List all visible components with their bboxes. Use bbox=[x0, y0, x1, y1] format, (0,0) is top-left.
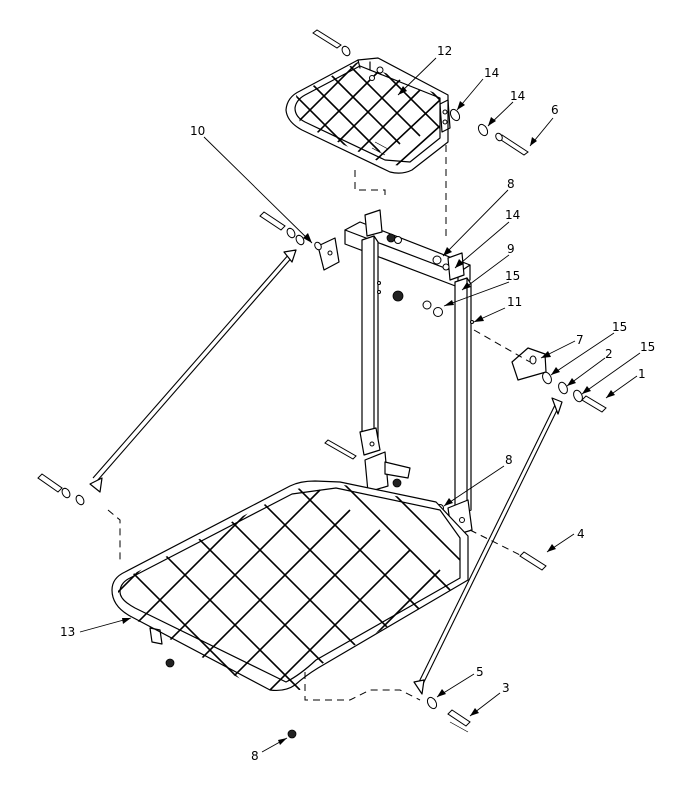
upright-frame bbox=[344, 209, 474, 537]
assembly-line bbox=[304, 672, 421, 701]
callout-14b: 14 bbox=[510, 89, 525, 103]
top-platform-hole bbox=[442, 119, 448, 125]
left-bracket-10 bbox=[317, 237, 340, 271]
bottom-platform bbox=[111, 480, 469, 692]
callout-labels: 12 14 14 6 10 8 14 9 15 11 7 15 2 15 1 8… bbox=[60, 44, 655, 763]
callout-2: 2 bbox=[605, 347, 613, 361]
bolt-1 bbox=[581, 395, 607, 413]
callout-10: 10 bbox=[190, 124, 205, 138]
callout-12: 12 bbox=[437, 44, 452, 58]
callout-13: 13 bbox=[60, 625, 75, 639]
callout-15a: 15 bbox=[505, 269, 520, 283]
callout-5: 5 bbox=[476, 665, 484, 679]
top-bolt-left bbox=[312, 29, 351, 57]
top-platform-mesh bbox=[296, 62, 440, 168]
left-upper-bolt bbox=[259, 211, 322, 251]
bottom-platform-nut bbox=[165, 658, 175, 668]
callout-15b: 15 bbox=[612, 320, 627, 334]
callout-8b: 8 bbox=[505, 453, 513, 467]
cable-right bbox=[413, 397, 563, 695]
callout-15c: 15 bbox=[640, 340, 655, 354]
assembly-line bbox=[473, 329, 531, 363]
side-bracket-7 bbox=[511, 347, 547, 381]
top-platform-hole bbox=[369, 75, 375, 81]
callout-9: 9 bbox=[507, 242, 515, 256]
callout-4: 4 bbox=[577, 527, 585, 541]
bolt-6 bbox=[495, 132, 529, 156]
callout-14a: 14 bbox=[484, 66, 499, 80]
callout-11: 11 bbox=[507, 295, 522, 309]
left-lower-bolt bbox=[37, 473, 85, 506]
callout-6: 6 bbox=[551, 103, 559, 117]
callout-8a: 8 bbox=[507, 177, 515, 191]
bolt-4 bbox=[519, 551, 547, 571]
callout-14c: 14 bbox=[505, 208, 520, 222]
assembly-line bbox=[354, 170, 386, 200]
callout-1: 1 bbox=[638, 367, 646, 381]
leader-lines bbox=[79, 57, 641, 753]
washers-15-2 bbox=[542, 371, 583, 403]
washer-14-upper bbox=[449, 108, 489, 137]
callout-7: 7 bbox=[576, 333, 584, 347]
top-platform-hole bbox=[442, 109, 448, 115]
assembly-line bbox=[107, 509, 121, 560]
top-platform bbox=[285, 57, 451, 174]
nut-8-bottom bbox=[287, 729, 297, 739]
bolt-3-washer-5 bbox=[426, 696, 471, 733]
cable-left bbox=[89, 249, 297, 493]
callout-3: 3 bbox=[502, 681, 510, 695]
lower-bolt-frame bbox=[324, 439, 357, 460]
top-platform-hole bbox=[376, 66, 384, 74]
callout-8c: 8 bbox=[251, 749, 259, 763]
